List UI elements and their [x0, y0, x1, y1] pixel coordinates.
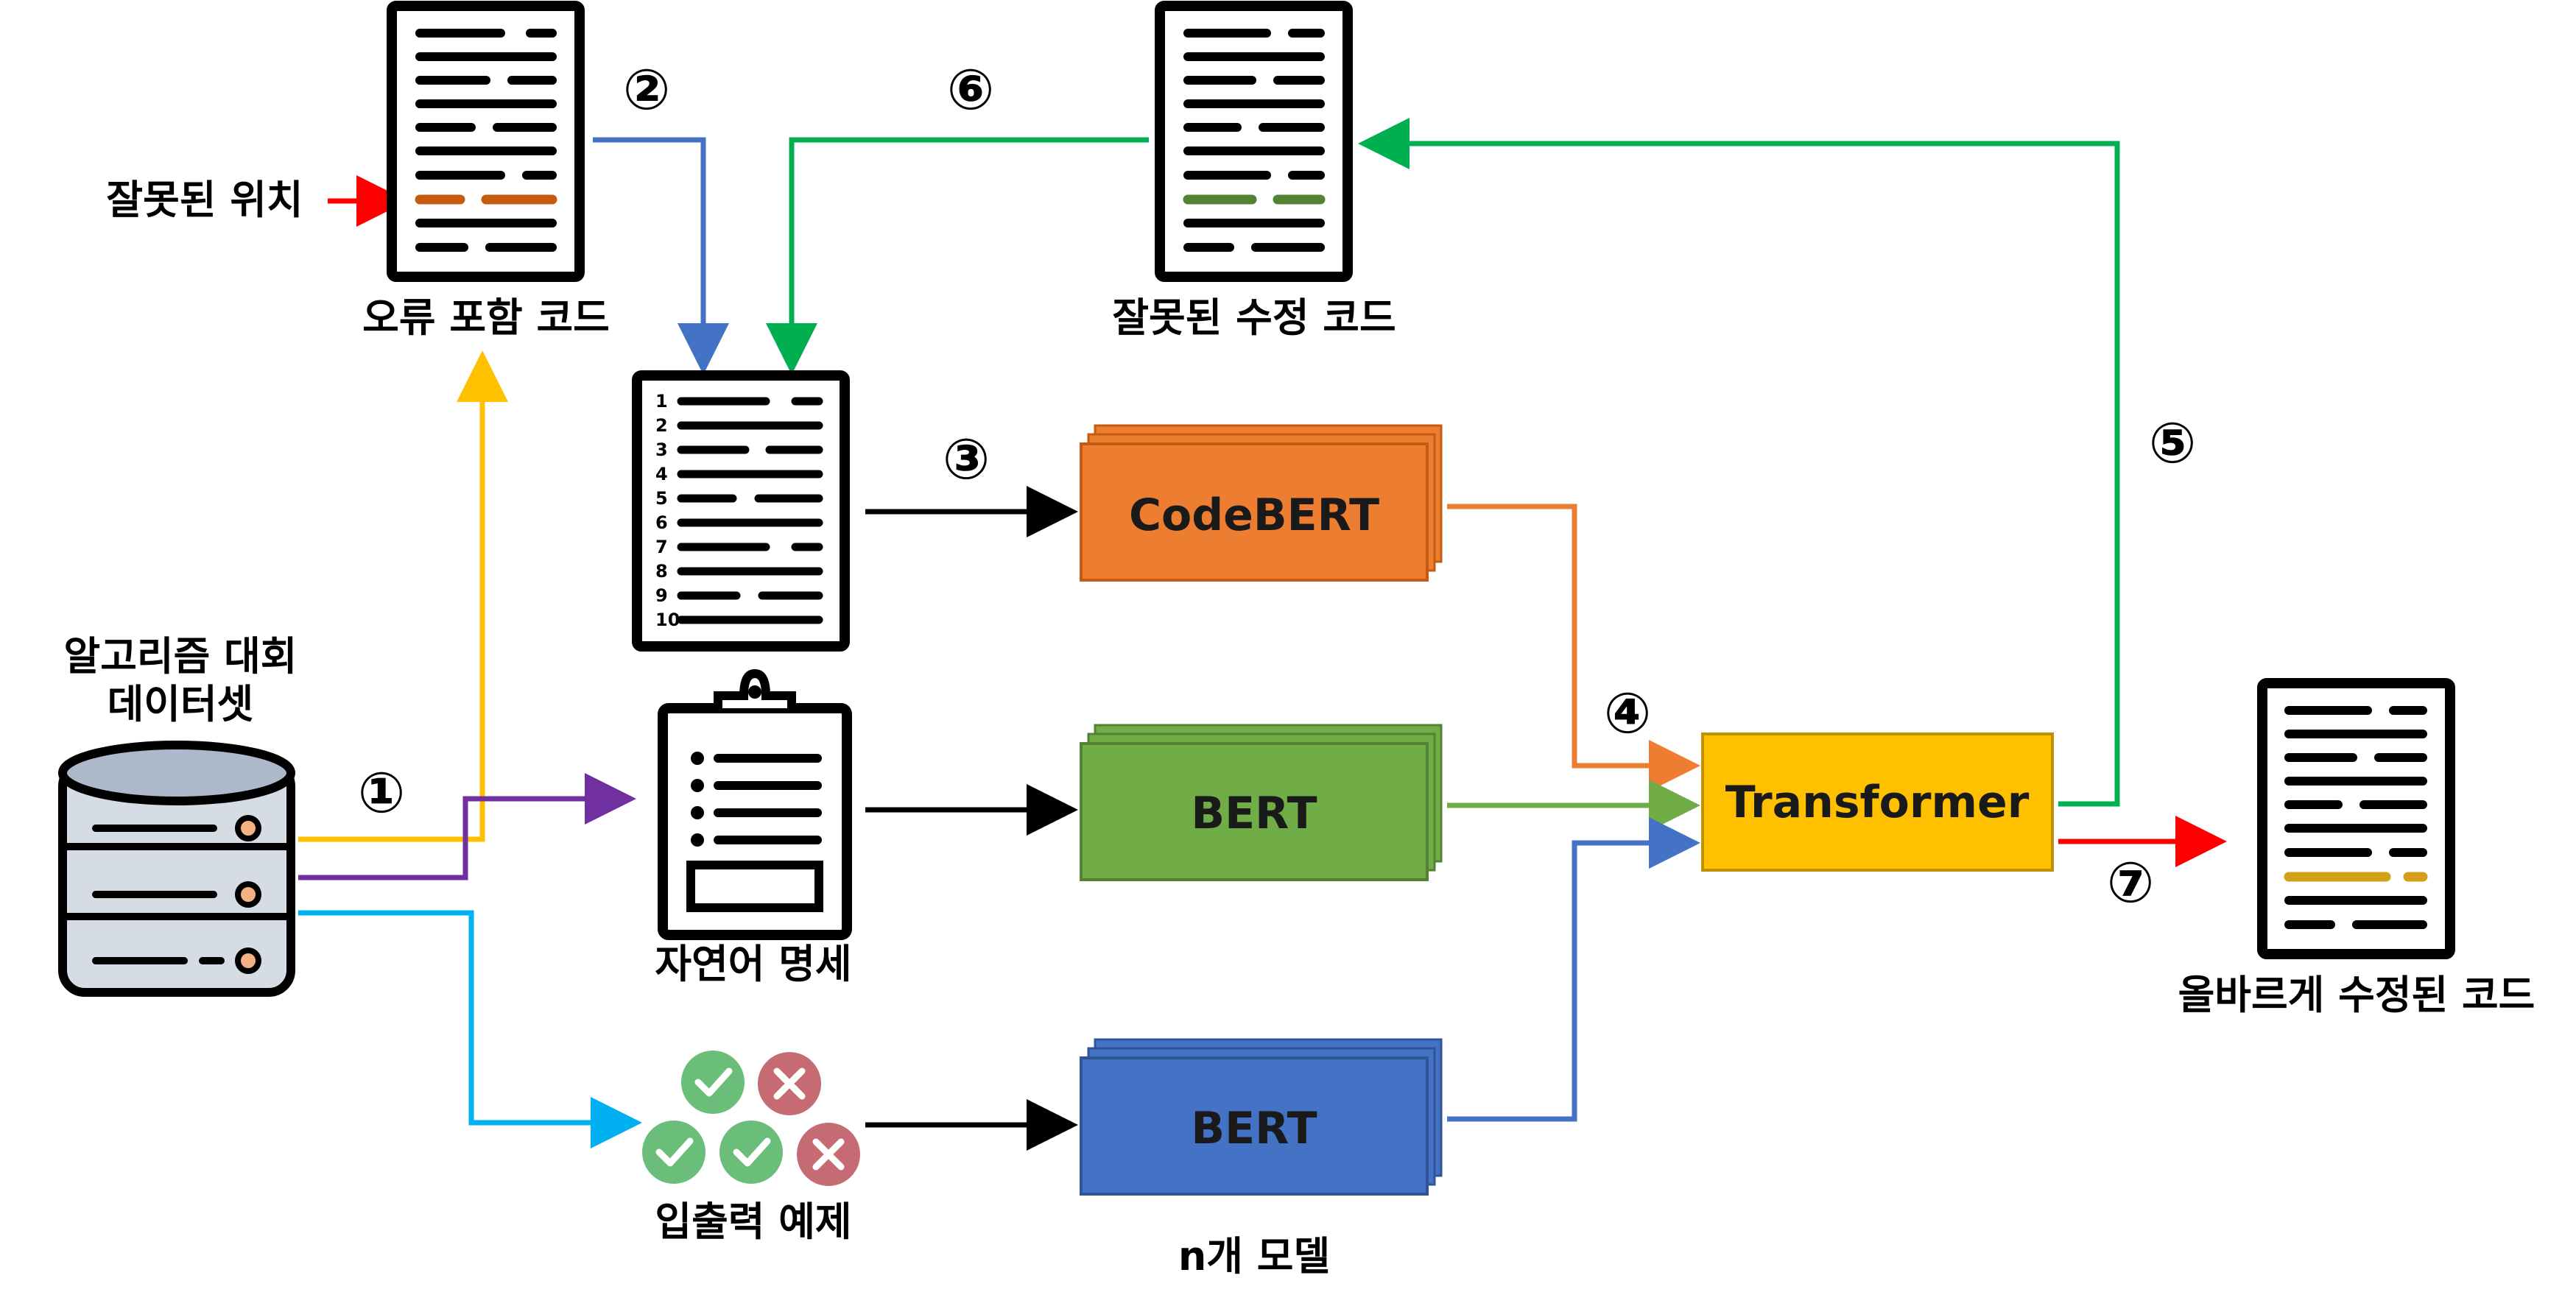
step-5-label: ⑤	[2149, 410, 2196, 476]
line-number: 1	[655, 391, 668, 412]
arrow-buggy-to-numbered	[593, 137, 729, 375]
line-number: 6	[655, 512, 668, 533]
nl-spec-label: 자연어 명세	[655, 941, 851, 987]
numbered-code-document: 1 2 3 4 5 6 7 8 9 10	[632, 370, 850, 652]
bert-io-box: BERT	[1080, 1038, 1443, 1196]
dataset-label-line1: 알고리즘 대회	[64, 633, 298, 680]
line-number: 9	[655, 585, 668, 606]
step-6-label: ⑥	[947, 57, 994, 122]
line-number: 4	[655, 464, 668, 484]
codebert-label: CodeBERT	[1129, 490, 1379, 541]
check-icon	[681, 1051, 745, 1114]
transformer-label: Transformer	[1725, 777, 2030, 828]
step-7-label: ⑦	[2107, 850, 2154, 915]
arrow-transformer-to-wrongfix	[1358, 118, 2120, 807]
arrow-dataset-to-io	[298, 910, 642, 1148]
document-icon	[387, 1, 585, 282]
check-icon	[642, 1120, 705, 1184]
io-examples-label: 입출력 예제	[655, 1199, 851, 1245]
document-icon	[2257, 678, 2455, 959]
correct-fix-label: 올바르게 수정된 코드	[2178, 972, 2535, 1018]
connectors	[298, 118, 2227, 1151]
transformer-box: Transformer	[1701, 733, 2054, 872]
line-number: 8	[655, 561, 668, 582]
codebert-box: CodeBERT	[1080, 424, 1443, 582]
line-number: 7	[655, 537, 668, 557]
database-icon	[58, 741, 295, 997]
step-4-label: ④	[1604, 680, 1651, 746]
buggy-code-label: 오류 포함 코드	[362, 294, 610, 341]
wrong-location-label: 잘못된 위치	[106, 177, 303, 223]
step-3-label: ③	[943, 426, 990, 492]
arrow-dataset-to-buggy-code	[298, 350, 508, 842]
bert-spec-label: BERT	[1191, 788, 1317, 839]
cross-icon	[758, 1052, 821, 1115]
document-icon	[1155, 1, 1353, 282]
io-examples-icons	[642, 1051, 860, 1186]
wrong-fix-document	[1155, 1, 1353, 282]
line-number: 3	[655, 440, 668, 460]
arrow-codebert-to-transformer	[1447, 504, 1700, 791]
cross-icon	[797, 1123, 860, 1186]
dataset-label-line2: 데이터셋	[108, 681, 254, 727]
correct-fix-document	[2257, 678, 2455, 959]
line-number: 10	[655, 610, 680, 630]
line-number: 5	[655, 488, 668, 509]
check-icon	[719, 1120, 783, 1184]
arrow-dataset-to-spec	[298, 773, 636, 880]
buggy-code-document	[387, 1, 585, 282]
line-number: 2	[655, 415, 668, 436]
step-1-label: ①	[358, 760, 405, 825]
clipboard-icon	[658, 668, 852, 940]
arrow-wrongfix-to-numbered	[766, 137, 1149, 375]
step-2-label: ②	[623, 57, 670, 122]
n-models-label: n개 모델	[1178, 1233, 1330, 1279]
bert-io-label: BERT	[1191, 1103, 1317, 1154]
arrow-bertio-to-transformer	[1447, 817, 1700, 1122]
document-icon	[632, 370, 850, 652]
wrong-fix-label: 잘못된 수정 코드	[1112, 294, 1396, 341]
bert-spec-box: BERT	[1080, 724, 1443, 881]
